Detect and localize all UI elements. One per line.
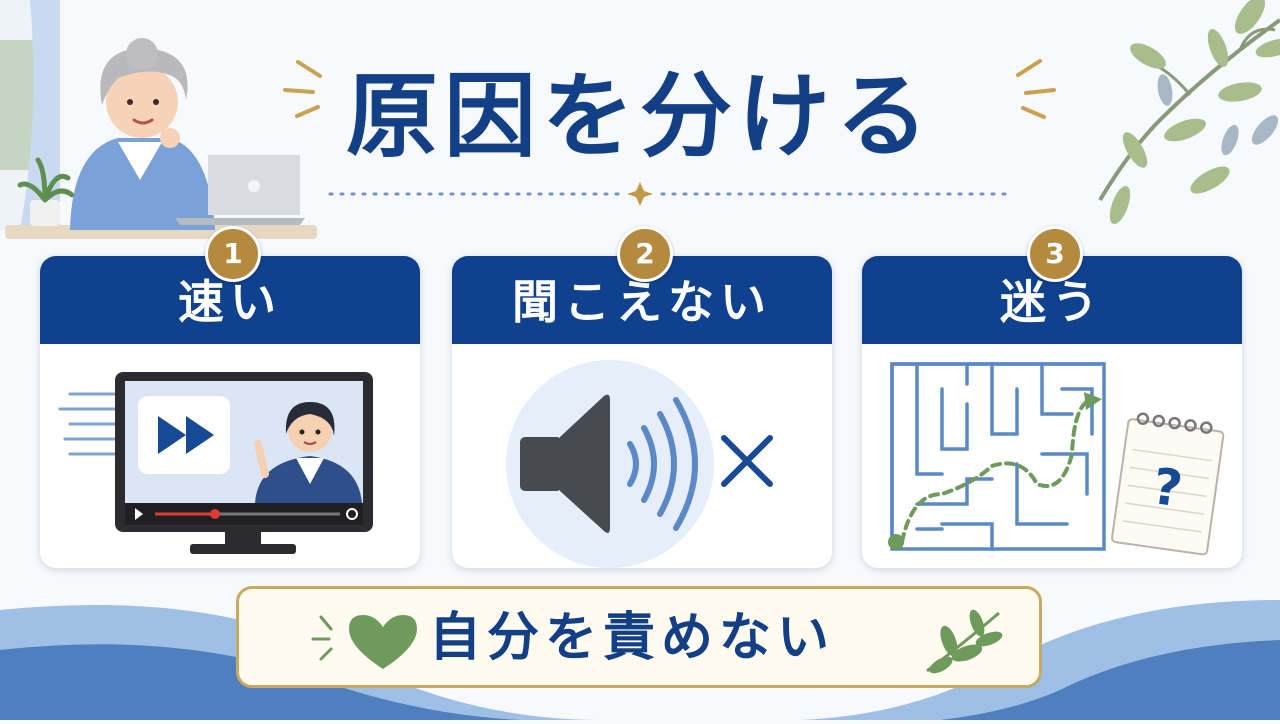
card-cannot-hear: 聞こえない bbox=[452, 256, 832, 568]
leaf-sprig-icon bbox=[926, 609, 1003, 674]
number-badge-1: 1 bbox=[205, 226, 261, 282]
number-badge-2: 2 bbox=[617, 226, 673, 282]
bottom-banner: 自分を責めない bbox=[236, 586, 1042, 688]
maze-question-icon: ? bbox=[888, 362, 1225, 556]
muted-speaker-icon bbox=[506, 360, 773, 568]
elderly-woman-laptop-illustration bbox=[5, 38, 317, 239]
olive-branch-icon bbox=[1098, 0, 1280, 224]
page-title: 原因を分ける bbox=[345, 63, 934, 170]
number-badge-3: 3 bbox=[1027, 226, 1083, 282]
card-lost: 迷う bbox=[862, 256, 1242, 568]
banner-text: 自分を責めない bbox=[429, 608, 836, 668]
card-label: 迷う bbox=[862, 256, 1242, 344]
fast-forward-video-icon bbox=[58, 372, 373, 554]
heart-icon bbox=[311, 615, 417, 669]
card-fast: 速い bbox=[40, 256, 420, 568]
